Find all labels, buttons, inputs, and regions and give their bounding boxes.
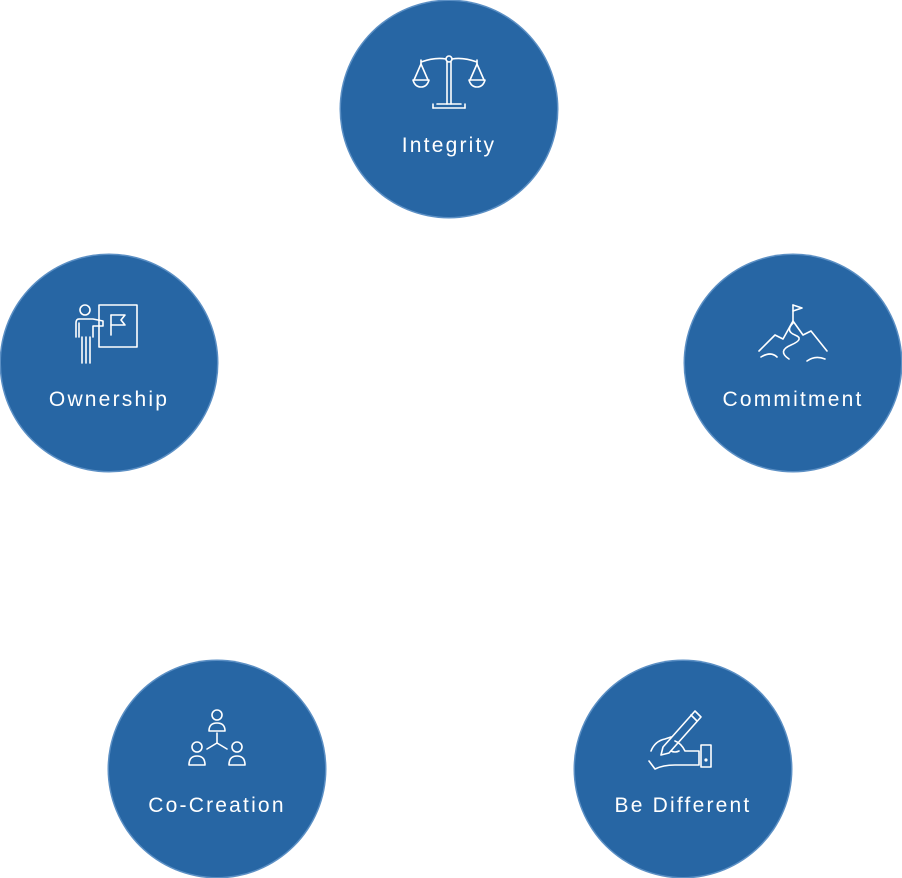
hand-writing-pen-icon <box>645 707 721 773</box>
value-label-ownership: Ownership <box>48 388 170 411</box>
value-circle-bedifferent: Be Different <box>575 661 791 877</box>
value-circle-cocreation: Co-Creation <box>109 661 325 877</box>
value-label-integrity: Integrity <box>401 134 497 157</box>
value-label-bedifferent: Be Different <box>614 794 752 817</box>
mountain-flag-path-icon <box>755 301 831 367</box>
value-circle-commitment: Commitment <box>685 255 901 471</box>
value-label-commitment: Commitment <box>722 388 864 411</box>
value-circle-ownership: Ownership <box>1 255 217 471</box>
scales-of-justice-icon <box>411 47 487 113</box>
presenter-flag-board-icon <box>71 301 147 367</box>
connected-people-icon <box>179 707 255 773</box>
value-label-cocreation: Co-Creation <box>148 794 286 817</box>
value-circle-integrity: Integrity <box>341 1 557 217</box>
